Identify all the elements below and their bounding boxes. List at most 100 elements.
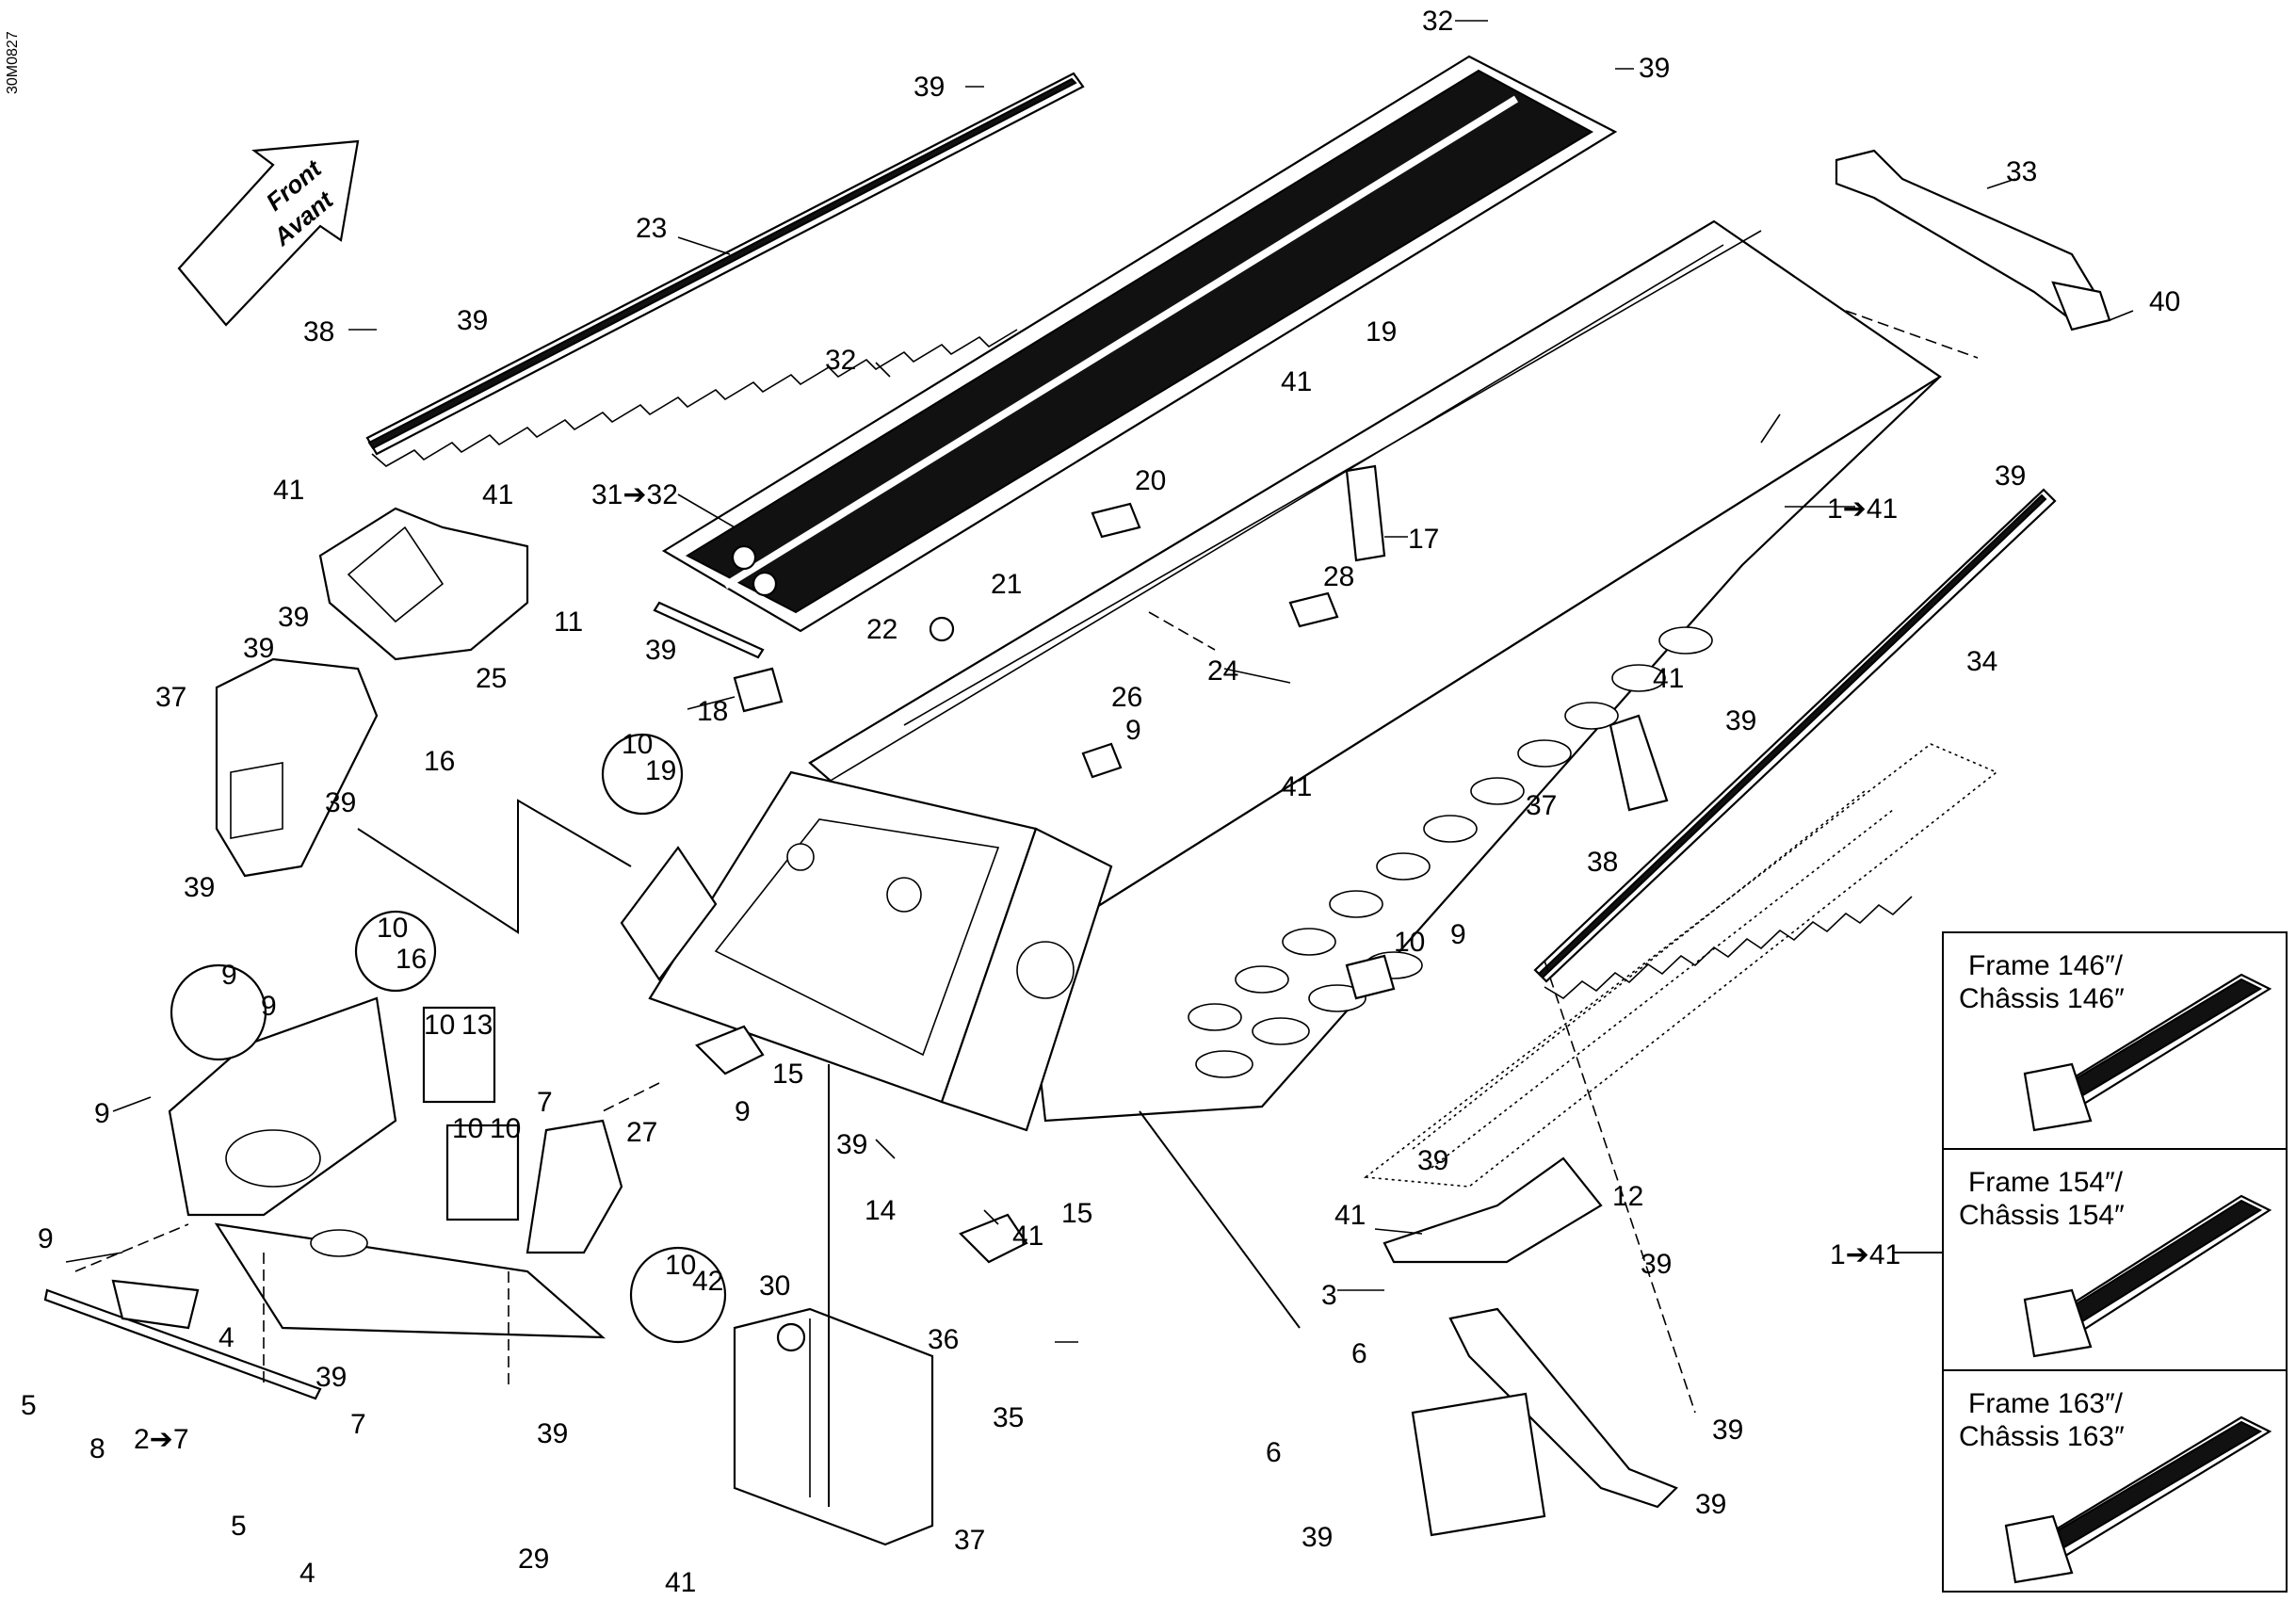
- callout: 21: [991, 569, 1022, 600]
- callout: 39: [645, 635, 676, 666]
- callout: 19: [1366, 316, 1397, 348]
- callout: 19: [645, 755, 676, 786]
- callout: 38: [1587, 847, 1618, 878]
- callout: 41: [1281, 366, 1312, 397]
- callout: 41: [1281, 771, 1312, 802]
- callout: 23: [636, 213, 667, 244]
- callout: 3: [1321, 1280, 1337, 1311]
- callout: 39: [457, 305, 488, 336]
- callout: 32: [825, 345, 856, 376]
- inset-frame-1-line2: Châssis 146″: [1959, 983, 2125, 1014]
- callout: 33: [2006, 156, 2037, 187]
- tunnel-front-bulkhead: [620, 770, 1113, 1132]
- callout: 6: [1351, 1338, 1367, 1369]
- callout: 41: [1012, 1221, 1043, 1252]
- bracket-11: [318, 507, 529, 661]
- callout: 41: [1653, 663, 1684, 694]
- callout: 9: [94, 1098, 110, 1129]
- callout: 2➔7: [134, 1424, 189, 1455]
- bumper-3: [43, 1279, 322, 1400]
- callout: 5: [231, 1511, 247, 1542]
- tunnel-cover-31: [661, 55, 1618, 633]
- callout: 9: [1450, 919, 1466, 950]
- callout: 5: [21, 1390, 37, 1421]
- rear-brace-33: [1835, 149, 2111, 332]
- callout: 39: [1641, 1249, 1672, 1280]
- front-direction-arrow: Front Avant: [177, 139, 360, 327]
- callout: 35: [993, 1402, 1024, 1433]
- callout: 27: [626, 1117, 657, 1148]
- callout: 15: [1061, 1198, 1092, 1229]
- callout: 41: [665, 1567, 696, 1598]
- callout: 39: [243, 633, 274, 664]
- callout: 39: [1695, 1489, 1726, 1520]
- callout: 39: [1725, 705, 1756, 736]
- callout: 39: [1995, 461, 2026, 492]
- callout: 39: [1417, 1145, 1448, 1176]
- bracket-18: [1609, 714, 1669, 812]
- callout-labels: 32 39 39 23 33 40 38 39 32 19 41 41 41 3…: [21, 6, 2180, 1598]
- callout: 39: [836, 1129, 867, 1160]
- frame-length-inset: Frame 146″/ Châssis 146″ Frame 154″/ Châ…: [1893, 931, 2288, 1593]
- drawing-id: 30M0827: [5, 31, 21, 94]
- callout: 9: [1125, 715, 1141, 746]
- callout: 10: [490, 1113, 521, 1144]
- inset-frame-2-line2: Châssis 154″: [1959, 1200, 2125, 1231]
- bracket-21: [1288, 591, 1339, 628]
- callout: 24: [1207, 655, 1238, 687]
- callout: 17: [1408, 524, 1439, 555]
- callout: 37: [155, 682, 186, 713]
- grommet-25: [929, 616, 955, 642]
- rail-23: [365, 72, 1085, 467]
- callout: 39: [537, 1418, 568, 1449]
- callout: 39: [325, 787, 356, 818]
- callout: 41: [1334, 1200, 1366, 1231]
- callout: 39: [184, 872, 215, 903]
- callout: 10: [1394, 927, 1425, 958]
- bracket-26: [1081, 742, 1123, 779]
- callout: 9: [221, 960, 237, 991]
- hardware-detail-circles: [170, 733, 727, 1344]
- callout: 4: [218, 1322, 234, 1353]
- bracket-34: [215, 657, 379, 878]
- callout: 39: [278, 602, 309, 633]
- callout: 1➔41: [1827, 493, 1898, 525]
- callout: 41: [482, 479, 513, 510]
- callout: 42: [692, 1266, 723, 1297]
- callout: 7: [350, 1409, 366, 1440]
- callout: 18: [697, 696, 728, 727]
- callout: 39: [315, 1362, 347, 1393]
- callout: 41: [273, 475, 304, 506]
- callout: 25: [476, 663, 507, 694]
- callout: 7: [537, 1087, 553, 1118]
- callout: 9: [261, 991, 277, 1022]
- callout: 13: [461, 1010, 493, 1041]
- callout: 9: [38, 1223, 54, 1254]
- callout: 8: [89, 1433, 105, 1464]
- callout: 1➔41: [1830, 1239, 1900, 1270]
- rail-24: [1533, 488, 2057, 999]
- callout: 10: [665, 1250, 696, 1281]
- callout: 12: [1612, 1181, 1643, 1212]
- callout: 11: [554, 606, 583, 638]
- callout: 20: [1135, 465, 1166, 496]
- plate-16-lower: [1345, 954, 1396, 1000]
- callout: 39: [1302, 1522, 1333, 1553]
- callout: 32: [1422, 6, 1453, 37]
- leader-lines: [65, 20, 2134, 1343]
- inset-frame-2-line1: Frame 154″/: [1968, 1167, 2124, 1198]
- bracket-12: [1382, 1156, 1603, 1264]
- inset-frame-3-line2: Châssis 163″: [1959, 1421, 2125, 1452]
- callout: 29: [518, 1544, 549, 1575]
- frame-extension-outline: [1363, 743, 1998, 1188]
- callout: 16: [424, 746, 455, 777]
- callout: 10: [622, 729, 653, 760]
- side-lightening-holes: [1188, 626, 1713, 1078]
- callout: 39: [914, 72, 945, 103]
- callout: 39: [1639, 53, 1670, 84]
- callout: 39: [1712, 1415, 1743, 1446]
- callout: 6: [1266, 1437, 1282, 1468]
- callout: 4: [299, 1558, 315, 1589]
- bracket-20: [1091, 502, 1141, 539]
